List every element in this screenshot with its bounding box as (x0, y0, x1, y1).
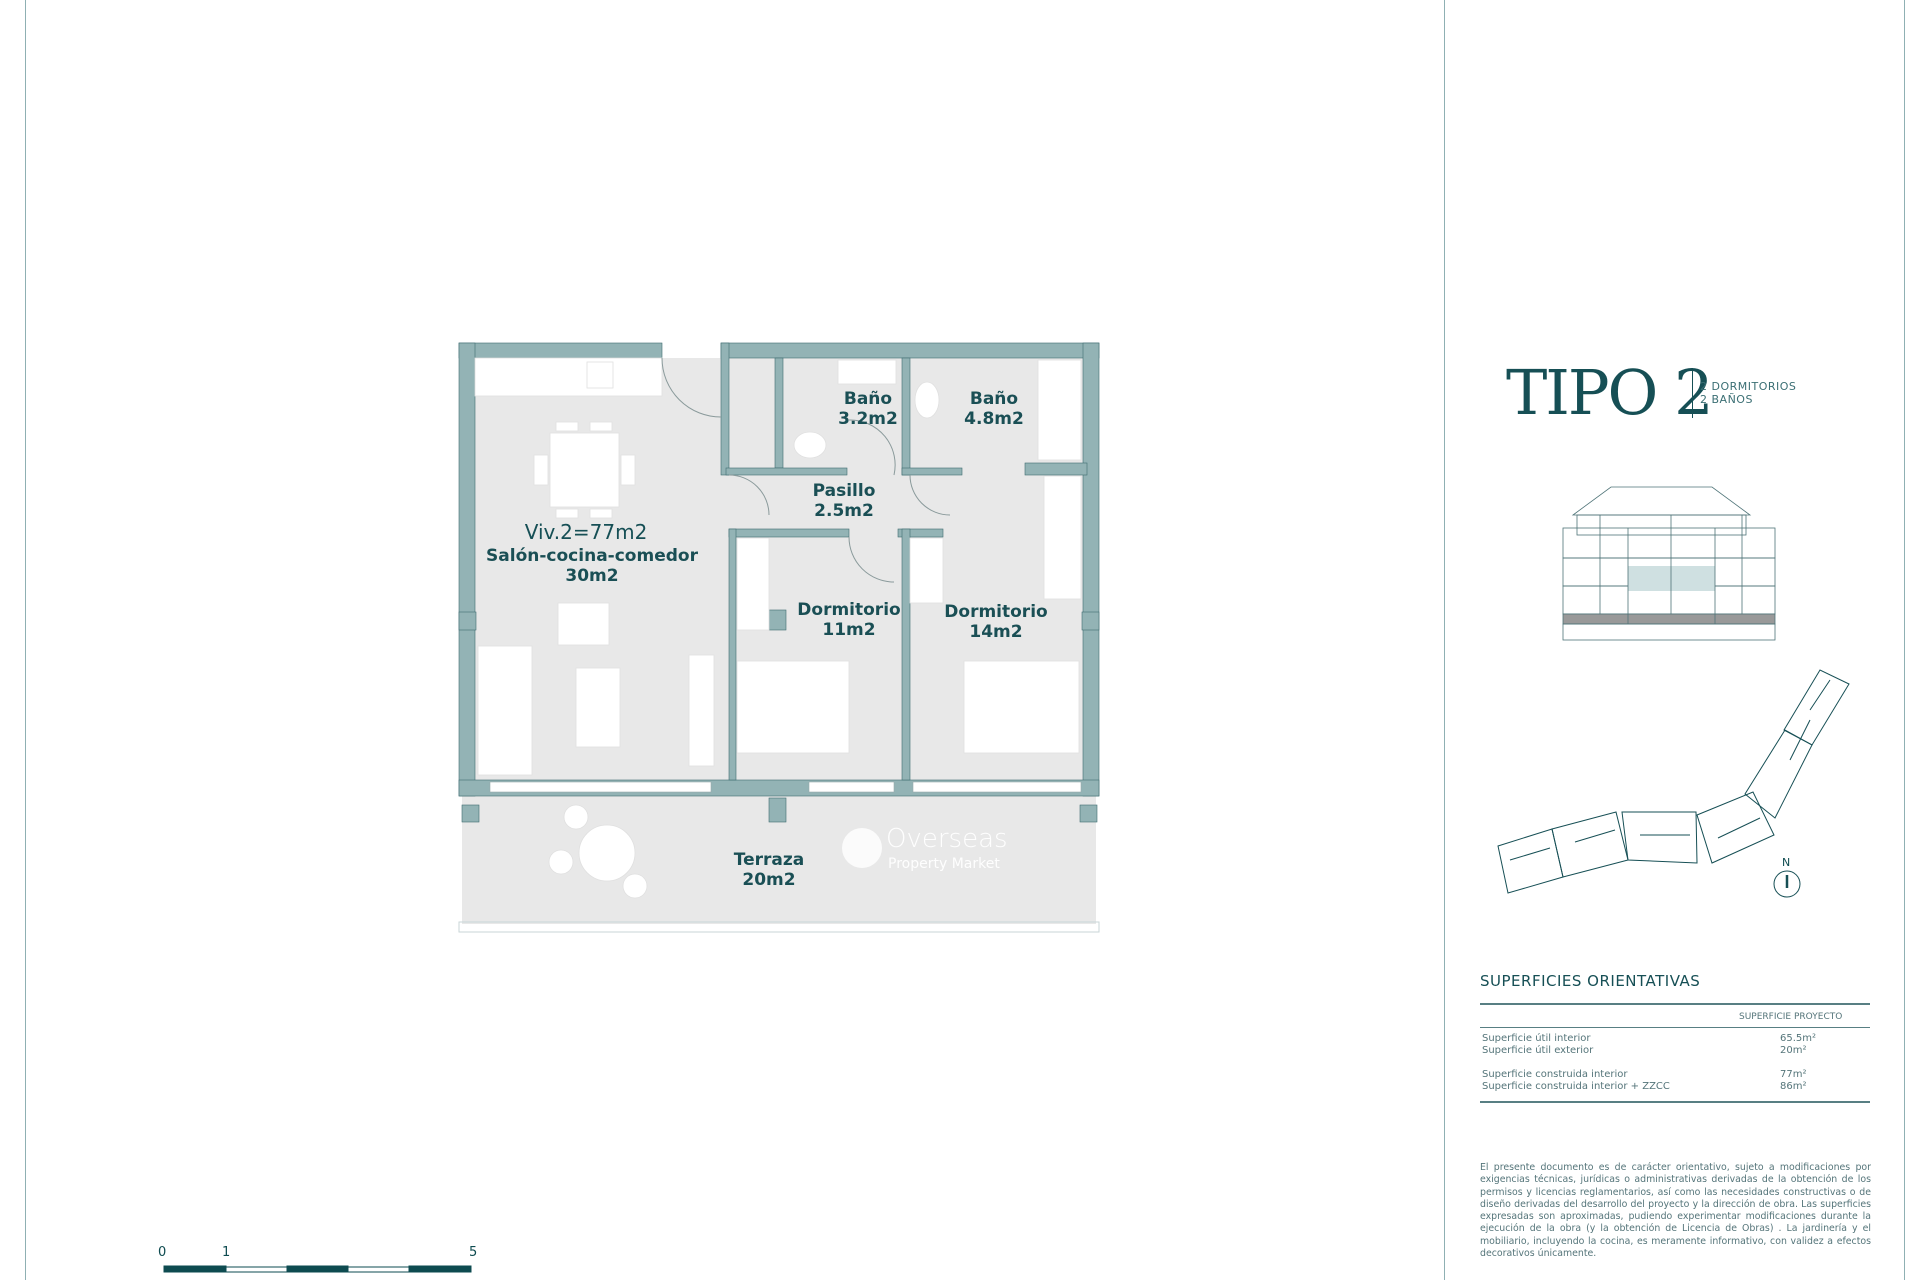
furniture (474, 357, 1082, 899)
scale-bar (163, 1265, 472, 1273)
room-bedroom-1: Dormitorio 11m2 (797, 600, 900, 640)
room-bedroom-2: Dormitorio 14m2 (944, 602, 1047, 642)
page-border-left (25, 0, 26, 1280)
scale-label-0: 0 (158, 1245, 167, 1260)
room-name: Terraza (733, 850, 805, 870)
watermark-subtext: Property Market (888, 856, 1000, 872)
room-area: 11m2 (822, 620, 876, 640)
room-area: 14m2 (969, 622, 1023, 642)
wardrobe-3 (1043, 475, 1082, 600)
room-area: 20m2 (742, 870, 796, 890)
building-elevation-thumbnail (1562, 486, 1776, 641)
surface-row-value: 86m² (1780, 1081, 1807, 1092)
unit-total-label: Viv.2=77m2 (524, 520, 648, 544)
type-title: TIPO 2 (1506, 356, 1714, 429)
surface-row-value: 77m² (1780, 1069, 1807, 1080)
bed-large (963, 660, 1080, 754)
north-label: N (1782, 856, 1791, 869)
bath2-toilet (914, 381, 940, 419)
surface-row-label: Superficie construida interior + ZZCC (1482, 1081, 1670, 1092)
sofa (477, 645, 533, 776)
scale-label-1: 1 (222, 1245, 231, 1260)
surface-row-label: Superficie útil interior (1482, 1033, 1591, 1044)
tv-unit (688, 654, 715, 767)
bed-small (736, 660, 850, 754)
surface-row-label: Superficie construida interior (1482, 1069, 1628, 1080)
terrace-railing (458, 921, 1100, 933)
page-border-right (1904, 0, 1905, 1280)
watermark-text: Overseas (886, 824, 1008, 854)
room-area: 30m2 (565, 566, 619, 586)
windows (489, 781, 1082, 793)
wardrobe-2 (909, 537, 944, 604)
surfaces-heading: SUPERFICIES ORIENTATIVAS (1480, 972, 1701, 990)
surface-row-value: 65.5m² (1780, 1033, 1817, 1044)
door-swings (661, 357, 951, 583)
bath2-shower (1037, 359, 1082, 461)
table-top-rule (1480, 1003, 1870, 1005)
wardrobe-1 (736, 537, 770, 631)
bedrooms-count: 2 DORMITORIOS (1700, 380, 1797, 393)
scale-label-5: 5 (469, 1245, 478, 1260)
table-bottom-rule (1480, 1101, 1870, 1103)
table-header-rule (1480, 1027, 1870, 1028)
room-name: Dormitorio (797, 600, 901, 620)
coffee-table (575, 667, 621, 748)
room-name: Dormitorio (944, 602, 1048, 622)
sink (586, 361, 614, 389)
type-subtitle: 2 DORMITORIOS 2 BAÑOS (1700, 380, 1796, 406)
kitchen-counter (474, 357, 663, 397)
room-name: Salón-cocina-comedor (486, 546, 698, 566)
surface-row-label: Superficie útil exterior (1482, 1045, 1594, 1056)
room-hallway: Pasillo 2.5m2 (813, 481, 876, 521)
bathrooms-count: 2 BAÑOS (1700, 393, 1753, 406)
bath1-toilet (793, 431, 827, 459)
room-bathroom-1: Baño 3.2m2 (838, 389, 898, 429)
room-name: Baño (969, 389, 1019, 409)
room-area: 2.5m2 (814, 501, 874, 521)
panel-divider (1444, 0, 1445, 1280)
site-plan-thumbnail (1497, 669, 1850, 898)
room-bathroom-2: Baño 4.8m2 (964, 389, 1024, 429)
armchair (557, 602, 610, 646)
north-compass-icon (1773, 870, 1801, 898)
bath1-vanity (837, 359, 897, 385)
room-area: 3.2m2 (838, 409, 898, 429)
surfaces-column-header: SUPERFICIE PROYECTO (1739, 1012, 1843, 1022)
room-area: 4.8m2 (964, 409, 1024, 429)
room-name: Pasillo (812, 481, 876, 501)
dining-table (549, 432, 620, 508)
disclaimer-text: El presente documento es de carácter ori… (1480, 1162, 1871, 1260)
room-name: Baño (843, 389, 893, 409)
room-terrace: Terraza 20m2 (734, 850, 804, 890)
title-divider (1692, 368, 1693, 418)
watermark-logo (842, 828, 882, 868)
room-living: Salón-cocina-comedor 30m2 (486, 546, 698, 586)
surface-row-value: 20m² (1780, 1045, 1807, 1056)
